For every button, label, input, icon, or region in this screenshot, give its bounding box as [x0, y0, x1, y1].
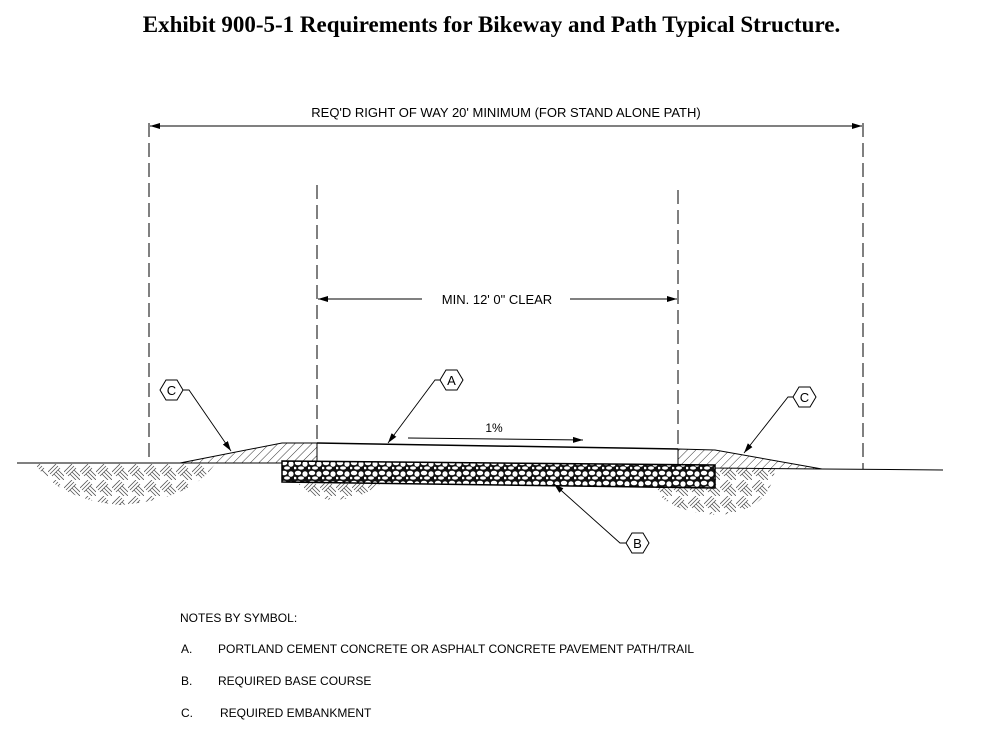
note-a-symbol: A. [181, 642, 193, 656]
embankment-left [179, 442, 318, 464]
clear-width-label: MIN. 12' 0" CLEAR [442, 292, 552, 307]
note-b-symbol: B. [181, 674, 193, 688]
soil-under-base [298, 483, 380, 500]
exhibit-title: Exhibit 900-5-1 Requirements for Bikeway… [142, 12, 841, 37]
svg-text:A: A [447, 373, 456, 388]
note-c-symbol: C. [181, 706, 193, 720]
note-c-text: REQUIRED EMBANKMENT [220, 706, 372, 720]
svg-text:C: C [167, 383, 176, 398]
symbol-a: A [439, 369, 464, 391]
note-a-text: PORTLAND CEMENT CONCRETE OR ASPHALT CONC… [218, 642, 695, 656]
note-b-text: REQUIRED BASE COURSE [218, 674, 372, 688]
extension-lines [148, 123, 864, 469]
symbol-c-left: C [159, 379, 184, 401]
slope-label: 1% [485, 421, 503, 435]
symbol-c-right: C [792, 386, 817, 408]
ground-right [821, 468, 944, 471]
pavement-surface [316, 442, 679, 450]
slope-arrow [407, 436, 584, 443]
svg-text:C: C [800, 390, 809, 405]
soil-left [35, 464, 215, 505]
symbol-b: B [625, 532, 650, 554]
notes-heading: NOTES BY SYMBOL: [180, 611, 298, 625]
base-course [281, 460, 716, 489]
right-of-way-label: REQ'D RIGHT OF WAY 20' MINIMUM (FOR STAN… [311, 105, 700, 120]
svg-text:B: B [633, 536, 642, 551]
soil-right [655, 468, 775, 515]
